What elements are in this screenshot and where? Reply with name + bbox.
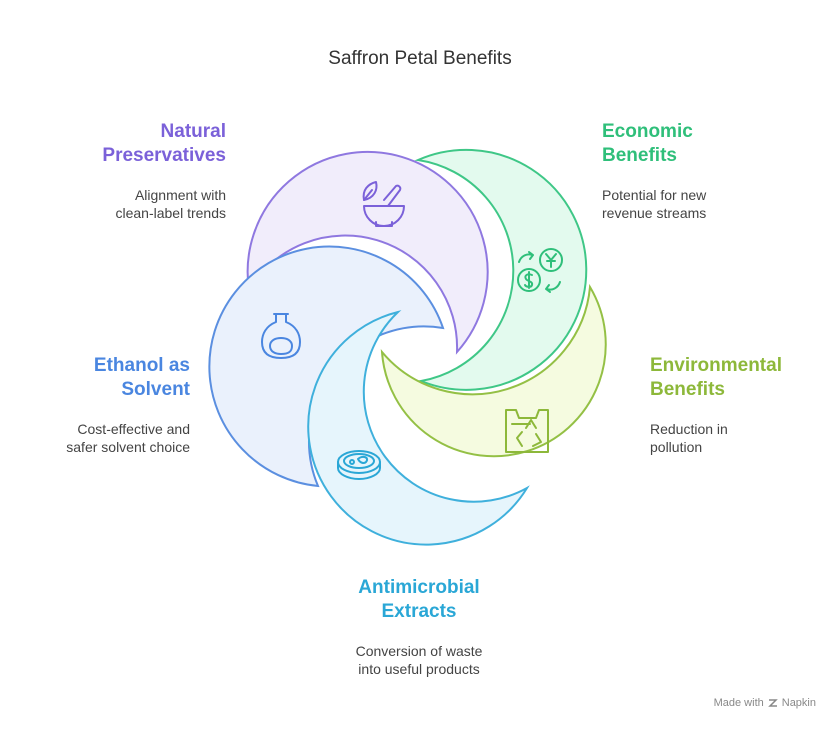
label-ethanol-solvent: Ethanol as Solvent Cost-effective and sa… — [0, 354, 190, 456]
petri-dish-icon — [337, 450, 381, 480]
made-with-text: Made with — [713, 697, 764, 709]
label-antimicrobial-extracts: Antimicrobial Extracts Conversion of was… — [309, 576, 529, 678]
antimicrobial-title-line1: Antimicrobial — [358, 577, 480, 598]
environmental-title-line2: Benefits — [650, 379, 725, 400]
economic-title-line1: Economic — [602, 121, 693, 142]
ethanol-desc-line1: Cost-effective and — [77, 421, 190, 437]
natural-desc-line2: clean-label trends — [115, 205, 226, 221]
environmental-desc-line1: Reduction in — [650, 421, 728, 437]
environmental-title-line1: Environmental — [650, 355, 782, 376]
petal-economic-benefits — [414, 148, 588, 391]
economic-desc-line2: revenue streams — [602, 205, 707, 221]
economic-desc-line1: Potential for new — [602, 187, 707, 203]
recycle-bag-icon — [505, 409, 549, 453]
petal-antimicrobial-extracts — [307, 310, 530, 546]
natural-desc-line1: Alignment with — [134, 187, 226, 203]
made-with-badge[interactable]: Made with Napkin — [714, 697, 816, 709]
environmental-desc-line2: pollution — [650, 439, 703, 455]
natural-title-line2: Preservatives — [102, 145, 226, 166]
bottle-icon — [261, 313, 301, 359]
antimicrobial-desc-line1: Conversion of waste — [355, 643, 483, 659]
label-economic-benefits: Economic Benefits Potential for new reve… — [602, 120, 822, 222]
economic-title-line2: Benefits — [602, 145, 677, 166]
label-environmental-benefits: Environmental Benefits Reduction in poll… — [650, 354, 836, 456]
antimicrobial-title-line2: Extracts — [381, 601, 457, 622]
currency-exchange-icon — [517, 248, 563, 293]
ethanol-desc-line2: safer solvent choice — [66, 439, 190, 455]
napkin-logo-icon — [767, 699, 778, 707]
ethanol-title-line2: Solvent — [121, 379, 190, 400]
diagram-title: Saffron Petal Benefits — [328, 48, 512, 69]
antimicrobial-desc-line2: into useful products — [358, 661, 480, 677]
natural-title-line1: Natural — [160, 121, 226, 142]
napkin-brand-text: Napkin — [781, 697, 816, 709]
label-natural-preservatives: Natural Preservatives Alignment with cle… — [6, 120, 226, 222]
mortar-pestle-icon — [362, 181, 405, 227]
petal-natural-preservatives — [246, 150, 489, 355]
petal-environmental-benefits — [380, 283, 607, 458]
ethanol-title-line1: Ethanol as — [93, 355, 190, 376]
